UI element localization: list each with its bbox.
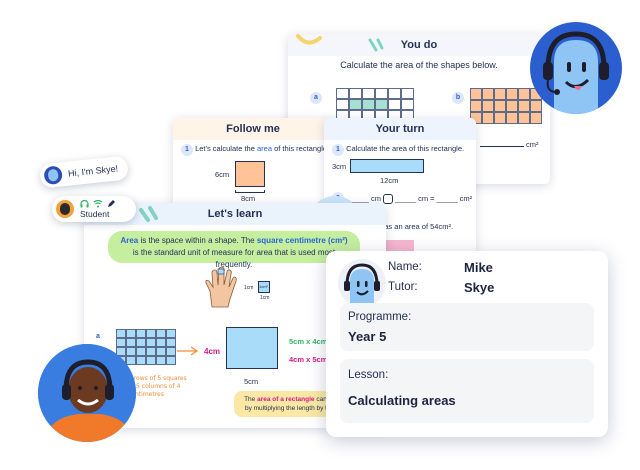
lets-learn-title: Let's learn bbox=[84, 203, 386, 225]
unit-square-label: 1cm² bbox=[259, 284, 268, 289]
unit-side-label-1: 1cm bbox=[244, 285, 254, 291]
big-square bbox=[226, 327, 278, 369]
label-a: a bbox=[96, 333, 100, 340]
you-do-title: You do bbox=[288, 34, 550, 56]
note-text-1: The bbox=[244, 396, 258, 403]
your-turn-width-label: 12cm bbox=[380, 176, 399, 185]
tutor-value: Skye bbox=[464, 280, 495, 295]
lets-learn-card: Let's learn Area is the space within a s… bbox=[84, 203, 386, 428]
note-highlight: area of a rectangle bbox=[257, 396, 315, 403]
tutor-label: Tutor: bbox=[388, 281, 418, 293]
bottom-label: 5cm bbox=[244, 377, 259, 386]
instruction-text: Calculate the area of this rectangle. bbox=[346, 144, 465, 153]
programme-label: Programme: bbox=[348, 311, 412, 323]
decor-shape-yellow bbox=[294, 34, 334, 48]
def-area: Area bbox=[120, 236, 139, 245]
multiplication-1: 5cm x 4cm bbox=[289, 337, 328, 346]
you-do-instruction: Calculate the area of the shapes below. bbox=[340, 60, 498, 70]
lesson-field: Lesson: Calculating areas bbox=[340, 359, 594, 423]
decor-shape-teal bbox=[366, 38, 386, 57]
follow-rectangle bbox=[235, 161, 265, 187]
handwritten-note: 4 rows of 5 squares or 5 columns of 4 ce… bbox=[128, 375, 187, 398]
unit-side-label-2: 1cm bbox=[260, 295, 270, 301]
instruction-suffix: of this rectangle. bbox=[272, 144, 330, 153]
name-value: Mike bbox=[464, 260, 493, 275]
eq-cm-1: cm bbox=[370, 194, 381, 203]
multiplication-2: 4cm x 5cm bbox=[289, 355, 328, 364]
unit-square bbox=[258, 281, 270, 293]
definition-box: Area is the space within a shape. The sq… bbox=[108, 231, 360, 269]
student-photo bbox=[38, 344, 136, 442]
def-text-1: is the space within a shape. The bbox=[138, 236, 257, 245]
eq-cm-2: cm = bbox=[418, 194, 435, 203]
your-turn-instruction: 1 Calculate the area of this rectangle. bbox=[332, 144, 464, 156]
squares-grid bbox=[116, 329, 176, 365]
your-turn-rectangle bbox=[350, 159, 424, 173]
follow-width-label: 8cm bbox=[241, 194, 256, 203]
instruction-prefix: Let's calculate the bbox=[195, 144, 257, 153]
follow-me-title: Follow me bbox=[173, 118, 333, 140]
label-b: b bbox=[452, 92, 464, 104]
hand-illustration bbox=[202, 266, 242, 314]
student-avatar-icon bbox=[56, 200, 74, 218]
headphones-icon bbox=[80, 195, 89, 213]
profile-card: Name: Mike Tutor: Skye Programme: Year 5… bbox=[326, 251, 608, 437]
skye-greeting-pill: Hi, I'm Skye! bbox=[38, 155, 130, 189]
lesson-value: Calculating areas bbox=[348, 393, 456, 408]
label-a: a bbox=[310, 92, 322, 104]
shape-b-grid bbox=[470, 88, 542, 124]
name-label: Name: bbox=[388, 261, 422, 273]
student-pill: Student bbox=[52, 196, 136, 222]
step-badge: 1 bbox=[332, 144, 344, 156]
follow-me-card: Follow me 1 Let's calculate the area of … bbox=[173, 118, 333, 218]
programme-field: Programme: Year 5 bbox=[340, 303, 594, 351]
instruction-highlight: area bbox=[256, 144, 272, 153]
student-label: Student bbox=[80, 209, 110, 219]
lesson-label: Lesson: bbox=[348, 369, 389, 381]
equation-row: _____ cm _____ cm = _____ cm² bbox=[348, 194, 473, 205]
your-turn-height-label: 3cm bbox=[332, 162, 347, 171]
eq-cm2: cm² bbox=[459, 194, 473, 203]
your-turn-title: Your turn bbox=[324, 118, 476, 140]
side-label: 4cm bbox=[204, 347, 221, 356]
tutor-avatar bbox=[338, 259, 386, 307]
follow-me-instruction: 1 Let's calculate the area of this recta… bbox=[181, 144, 329, 156]
decor-teal-sparkle bbox=[138, 206, 160, 229]
operator-box[interactable] bbox=[383, 194, 394, 205]
def-text-2: is the standard unit of measure for area… bbox=[132, 248, 336, 269]
follow-height-label: 6cm bbox=[215, 170, 230, 179]
def-square-cm: square centimetre (cm²) bbox=[256, 236, 348, 245]
you-do-unit: cm² bbox=[526, 140, 539, 149]
skye-greeting-text: Hi, I'm Skye! bbox=[67, 163, 119, 179]
wifi-icon bbox=[93, 195, 103, 213]
programme-value: Year 5 bbox=[348, 329, 387, 344]
your-turn-extra: gle has an area of 54cm². bbox=[368, 222, 454, 231]
skye-mascot-avatar bbox=[530, 22, 622, 114]
shape-a-grid bbox=[336, 88, 414, 121]
answer-line bbox=[480, 146, 524, 147]
skye-avatar-icon bbox=[43, 165, 64, 186]
arrow-right-icon bbox=[176, 343, 200, 361]
pencil-icon bbox=[107, 195, 116, 213]
follow-dimension-line bbox=[235, 190, 265, 193]
step-badge: 1 bbox=[181, 144, 193, 156]
